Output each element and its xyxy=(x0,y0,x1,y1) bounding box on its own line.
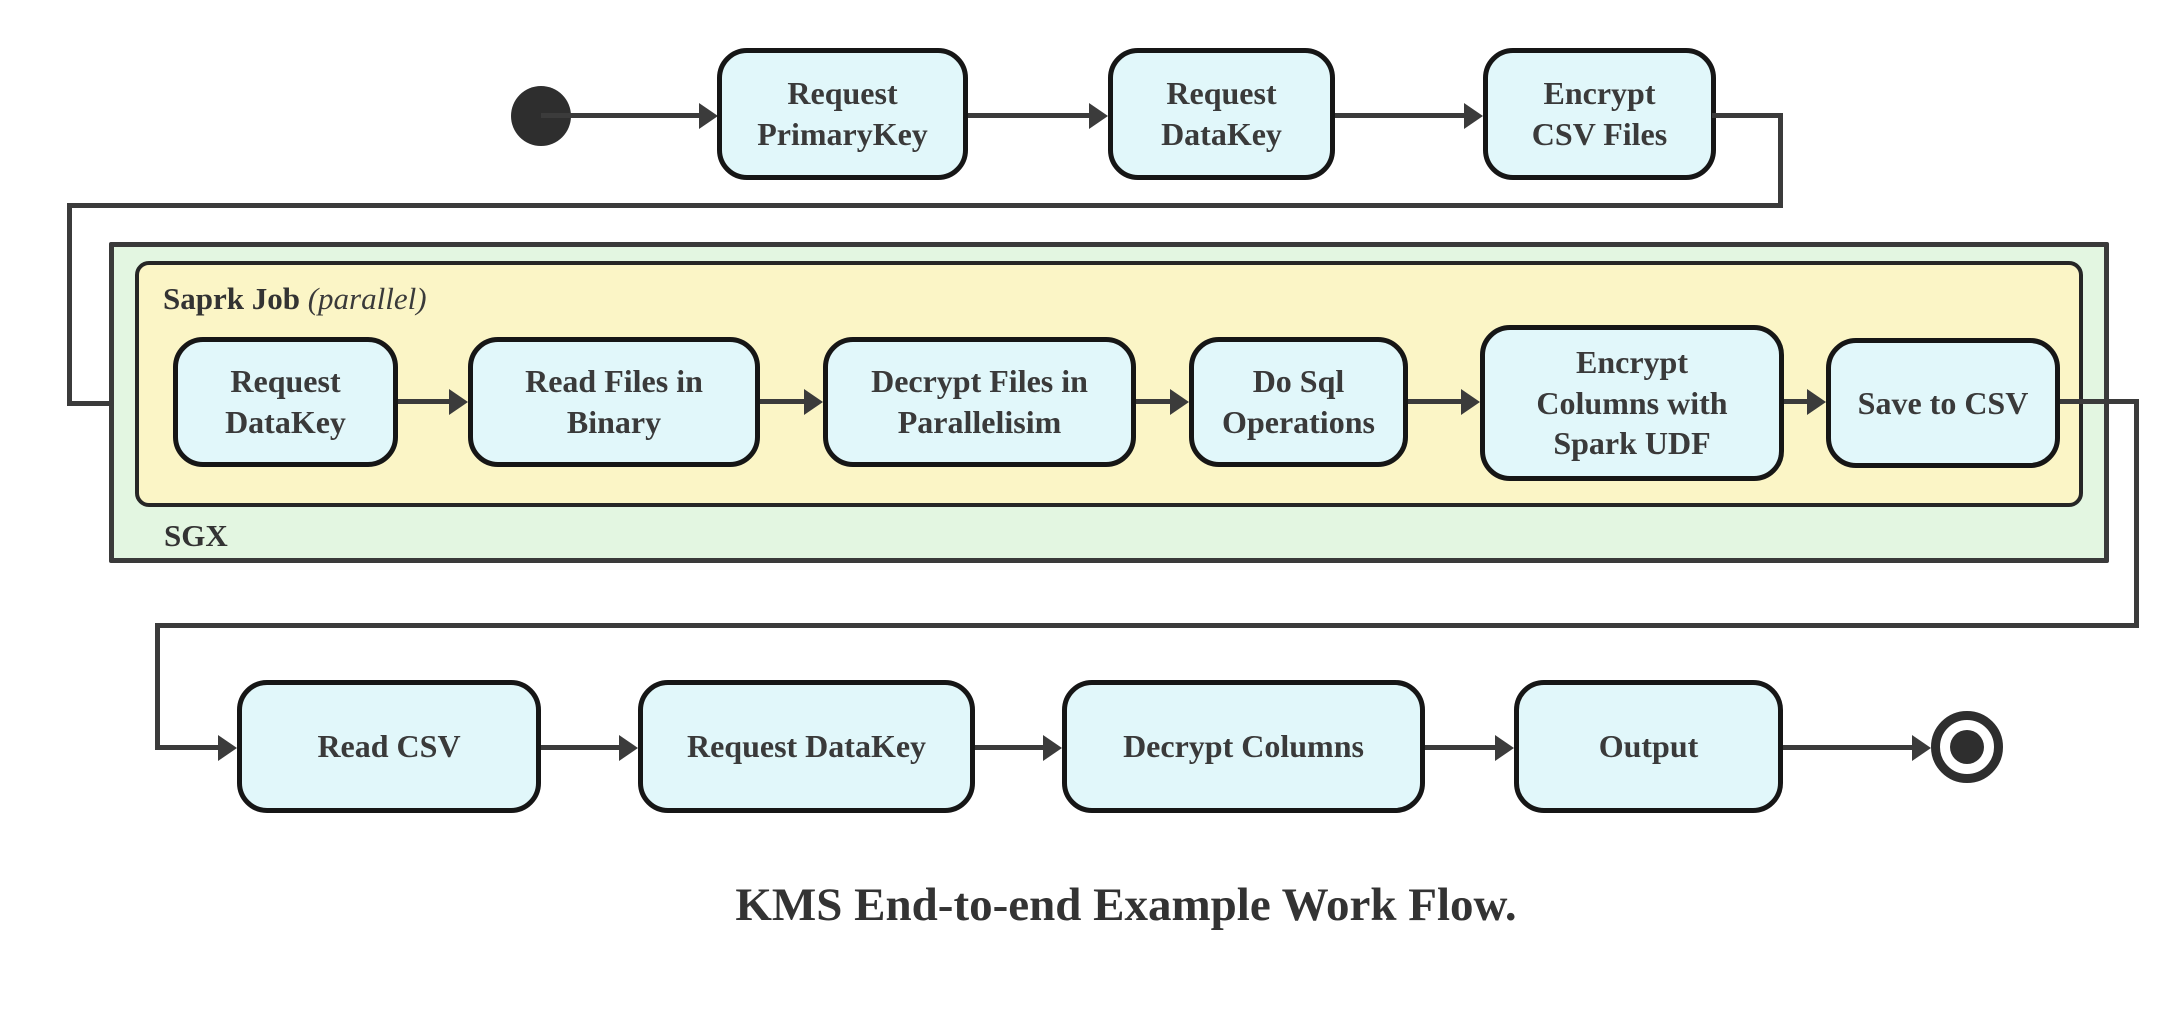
connector-line xyxy=(1783,745,1913,750)
node-request-datakey-top: Request DataKey xyxy=(1108,48,1335,180)
spark-job-qualifier: (parallel) xyxy=(307,281,427,316)
connector-line xyxy=(968,113,1090,118)
arrowhead-icon xyxy=(1089,103,1108,129)
arrowhead-icon xyxy=(1807,389,1826,415)
node-request-primarykey: Request PrimaryKey xyxy=(717,48,968,180)
node-read-csv: Read CSV xyxy=(237,680,541,813)
node-decrypt-columns: Decrypt Columns xyxy=(1062,680,1425,813)
arrowhead-icon xyxy=(699,103,718,129)
connector-line xyxy=(67,203,72,406)
connector-line xyxy=(1136,399,1171,404)
node-encrypt-columns-with-spark-udf: Encrypt Columns with Spark UDF xyxy=(1480,325,1784,481)
node-request-datakey-bottom: Request DataKey xyxy=(638,680,975,813)
connector-line xyxy=(155,623,2139,628)
spark-job-title: Saprk Job xyxy=(163,281,300,316)
arrowhead-icon xyxy=(1464,103,1483,129)
arrowhead-icon xyxy=(218,735,237,761)
node-read-files-in-binary: Read Files in Binary xyxy=(468,337,760,467)
arrowhead-icon xyxy=(1912,735,1931,761)
end-state-icon xyxy=(1931,711,2003,783)
arrowhead-icon xyxy=(619,735,638,761)
diagram-caption: KMS End-to-end Example Work Flow. xyxy=(735,879,1517,931)
connector-line xyxy=(398,399,450,404)
arrowhead-icon xyxy=(1495,735,1514,761)
connector-line xyxy=(541,113,700,118)
node-do-sql-operations: Do Sql Operations xyxy=(1189,337,1408,467)
connector-line xyxy=(2134,399,2139,628)
node-encrypt-csv-files: Encrypt CSV Files xyxy=(1483,48,1716,180)
sgx-group-label: SGX xyxy=(164,518,228,553)
connector-line xyxy=(1425,745,1496,750)
arrowhead-icon xyxy=(449,389,468,415)
connector-line xyxy=(155,745,220,750)
node-save-to-csv: Save to CSV xyxy=(1826,338,2060,468)
connector-line xyxy=(1335,113,1465,118)
arrowhead-icon xyxy=(1170,389,1189,415)
node-decrypt-files-in-parallelism: Decrypt Files in Parallelisim xyxy=(823,337,1136,467)
connector-line xyxy=(1778,113,1783,208)
connector-line xyxy=(1712,113,1783,118)
connector-line xyxy=(975,745,1044,750)
arrowhead-icon xyxy=(1461,389,1480,415)
spark-job-group-label: Saprk Job (parallel) xyxy=(163,281,427,317)
connector-line xyxy=(760,399,805,404)
node-output: Output xyxy=(1514,680,1783,813)
connector-line xyxy=(155,623,160,750)
end-state-dot xyxy=(1950,730,1984,764)
connector-line xyxy=(541,745,620,750)
connector-line xyxy=(2060,399,2139,404)
node-sgx-request-datakey: Request DataKey xyxy=(173,337,398,467)
connector-line xyxy=(1408,399,1462,404)
connector-line xyxy=(67,203,1783,208)
arrowhead-icon xyxy=(1043,735,1062,761)
connector-line xyxy=(1784,399,1808,404)
arrowhead-icon xyxy=(804,389,823,415)
